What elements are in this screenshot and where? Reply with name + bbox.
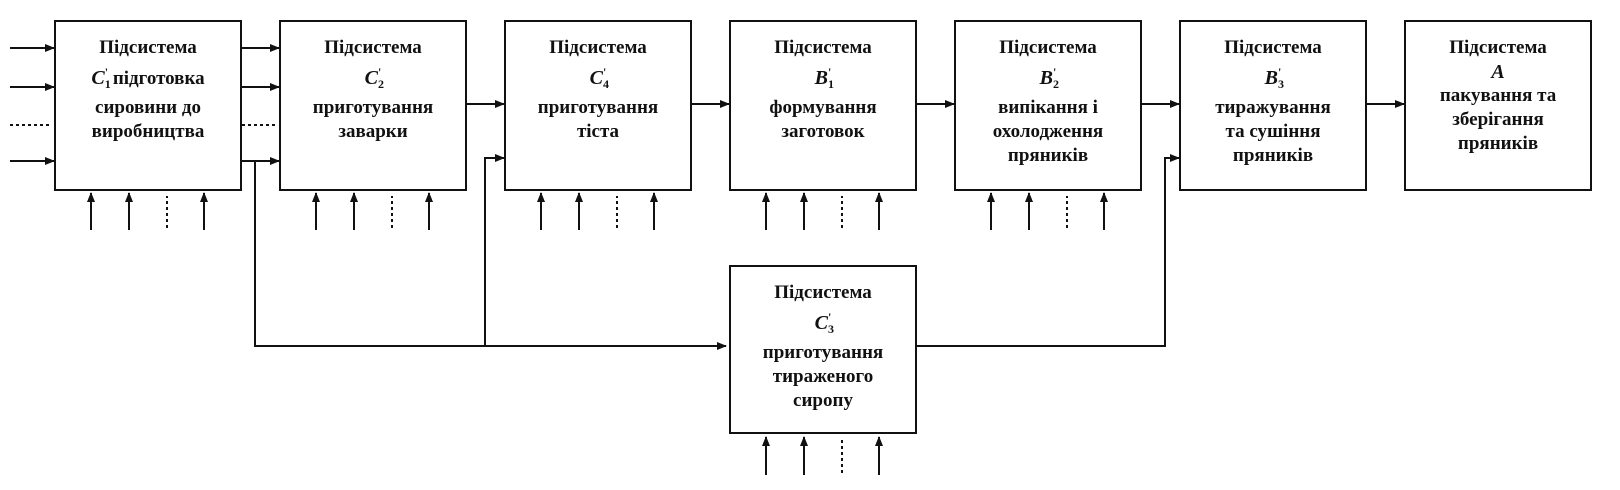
block-text: формування	[769, 97, 877, 118]
block-symbol: C3'	[814, 310, 834, 336]
bottom-inputs-b1	[762, 192, 883, 230]
block-title: Підсистема	[324, 37, 422, 58]
block-text: приготування	[312, 97, 434, 118]
block-text: тиражування	[1215, 97, 1331, 118]
block-text: сировини до	[95, 97, 201, 118]
branch-line	[484, 154, 505, 346]
block-title: Підсистема	[1224, 37, 1322, 58]
block-text-inline: підготовка	[112, 68, 205, 89]
block-a: Підсистема A пакування та зберігання пря…	[1404, 20, 1592, 191]
block-symbol: C1'	[91, 65, 111, 91]
bottom-inputs-c4	[537, 192, 658, 230]
block-text: заварки	[338, 121, 408, 142]
bottom-inputs-c1	[87, 192, 208, 230]
block-text: та сушіння	[1225, 121, 1321, 142]
block-text: пряників	[1457, 133, 1539, 154]
block-title: Підсистема	[774, 37, 872, 58]
block-text: зберігання	[1452, 109, 1544, 130]
block-c4: Підсистема C4' приготування тіста	[504, 20, 692, 191]
block-symbol: B1'	[814, 65, 834, 91]
block-text: виробництва	[91, 121, 205, 142]
bottom-inputs-c3	[762, 436, 883, 475]
block-text: випікання і	[998, 97, 1098, 118]
block-c3: Підсистема C3' приготування тираженого с…	[729, 265, 917, 434]
block-symbol: A	[1491, 61, 1505, 83]
block-symbol: B3'	[1264, 65, 1284, 91]
bottom-inputs-b2	[987, 192, 1108, 230]
block-title: Підсистема	[1449, 37, 1547, 58]
block-text: охолодження	[992, 121, 1104, 142]
block-text: сиропу	[793, 390, 853, 411]
bottom-inputs-c2	[312, 192, 433, 230]
block-text: приготування	[537, 97, 659, 118]
block-title: Підсистема	[549, 37, 647, 58]
block-b2: Підсистема B2' випікання і охолодження п…	[954, 20, 1142, 191]
block-symbol: C2'	[364, 65, 384, 91]
block-text: пакування та	[1439, 85, 1557, 106]
block-symbol: C4'	[589, 65, 609, 91]
block-c1: Підсистема C1' підготовка сировини до ви…	[54, 20, 242, 191]
block-text: тираженого	[772, 366, 874, 387]
block-b3: Підсистема B3' тиражування та сушіння пр…	[1179, 20, 1367, 191]
block-c2: Підсистема C2' приготування заварки	[279, 20, 467, 191]
block-title: Підсистема	[99, 37, 197, 58]
block-text: приготування	[762, 342, 884, 363]
block-symbol: B2'	[1039, 65, 1059, 91]
block-text: пряників	[1232, 145, 1314, 166]
block-text: пряників	[1007, 145, 1089, 166]
feed-line	[917, 154, 1180, 347]
bus-line	[254, 161, 727, 350]
block-b1: Підсистема B1' формування заготовок	[729, 20, 917, 191]
block-title: Підсистема	[774, 282, 872, 303]
block-title: Підсистема	[999, 37, 1097, 58]
block-text: тіста	[576, 121, 620, 142]
block-text: заготовок	[781, 121, 865, 142]
